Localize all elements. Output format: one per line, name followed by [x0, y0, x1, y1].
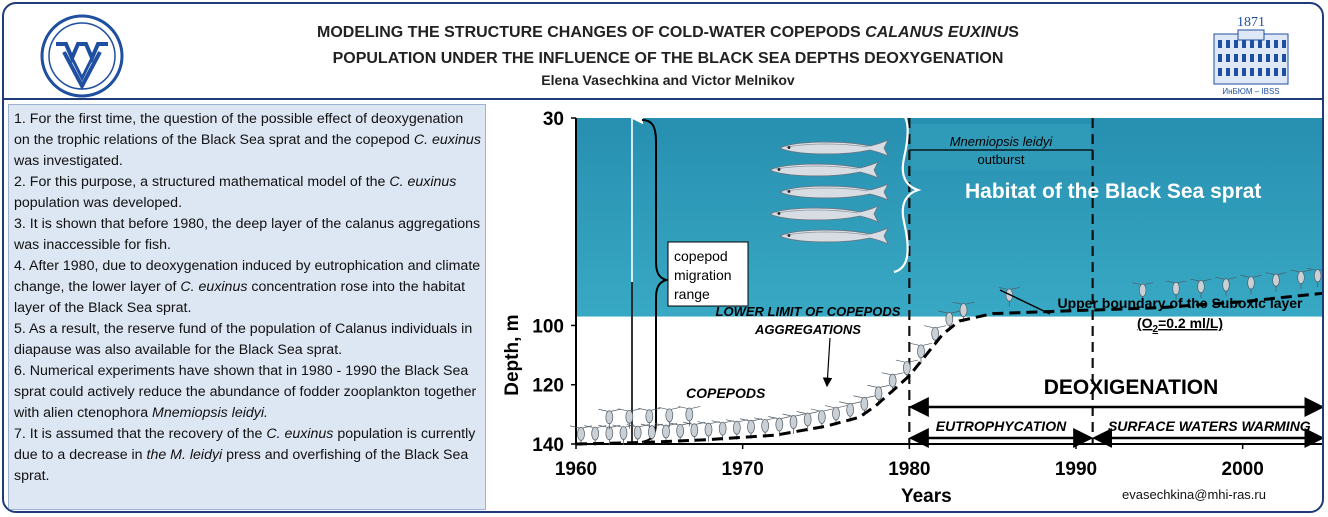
- mnemiopsis-label-bg: [911, 124, 1091, 170]
- institute-logo-left: [40, 14, 124, 98]
- lower-limit-label: AGGREGATIONS: [754, 322, 861, 337]
- finding-text: 2. For this purpose, a structured mathem…: [14, 174, 390, 190]
- x-tick-label: 1960: [555, 459, 597, 480]
- finding-text: 4. After 1980, due to deoxygenation indu…: [14, 258, 481, 295]
- eutrophication-label: EUTROPHYCATION: [936, 418, 1067, 434]
- finding-text: 6. Numerical experiments have shown that…: [14, 363, 477, 421]
- migration-label: copepod: [674, 248, 728, 264]
- finding-text: C. euxinus: [180, 279, 248, 295]
- ibss-building-logo: 1871 ИнБЮМ – IBSS: [1213, 15, 1289, 96]
- finding-item: 5. As a result, the reserve fund of the …: [14, 319, 481, 361]
- finding-text: press and overfishing of the Black Sea s…: [14, 447, 469, 484]
- y-tick-label: 140: [532, 435, 564, 456]
- finding-text: population was developed.: [14, 195, 183, 211]
- finding-text: C. euxinus: [413, 132, 481, 148]
- finding-text: 5. As a result, the reserve fund of the …: [14, 321, 473, 358]
- findings-panel: 1. For the first time, the question of t…: [8, 104, 486, 510]
- copepods-label: COPEPODS: [686, 385, 766, 401]
- suboxic-formula-part: =0.2 ml/L): [1158, 315, 1223, 331]
- finding-item: 1. For the first time, the question of t…: [14, 109, 481, 172]
- lower-limit-label: LOWER LIMIT OF COPEPODS: [716, 304, 901, 319]
- finding-text: Mnemiopsis leidyi.: [152, 405, 268, 421]
- mnemiopsis-label: Mnemiopsis leidyi: [950, 134, 1054, 149]
- suboxic-formula: (O2=0.2 ml/L): [1137, 315, 1223, 335]
- lower-limit-pointer: [822, 337, 833, 388]
- finding-text: 3. It is shown that before 1980, the dee…: [14, 216, 481, 253]
- finding-text: 1. For the first time, the question of t…: [14, 111, 464, 148]
- finding-text: C. euxinus: [266, 426, 334, 442]
- warming-label: SURFACE WATERS WARMING: [1108, 418, 1311, 434]
- svg-text:ИнБЮМ – IBSS: ИнБЮМ – IBSS: [1222, 87, 1279, 96]
- y-tick-label: 100: [532, 316, 564, 337]
- poster-header: MODELING THE STRUCTURE CHANGES OF COLD-W…: [4, 4, 1322, 100]
- x-axis-label: Years: [901, 486, 952, 507]
- y-axis-label: Depth, m: [502, 314, 523, 395]
- copepod-lower-limit-curve: [575, 291, 1322, 446]
- finding-text: concentration rose into the habitat laye…: [14, 279, 466, 316]
- finding-item: 6. Numerical experiments have shown that…: [14, 361, 481, 424]
- x-tick-label: 1990: [1055, 459, 1097, 480]
- x-tick-label: 1980: [888, 459, 930, 480]
- copepod-mark: [617, 408, 641, 430]
- suboxic-formula-part: (O: [1137, 315, 1153, 331]
- migration-label: migration: [674, 267, 732, 283]
- finding-text: the M. leidyi: [146, 447, 223, 463]
- y-tick-label: 120: [532, 376, 564, 397]
- finding-item: 4. After 1980, due to deoxygenation indu…: [14, 256, 481, 319]
- finding-item: 2. For this purpose, a structured mathem…: [14, 172, 481, 214]
- suboxic-formula-part: 2: [1153, 324, 1159, 335]
- suboxic-label: Upper boundary of the Suboxic layer: [1057, 295, 1303, 311]
- poster-title: MODELING THE STRUCTURE CHANGES OF COLD-W…: [317, 24, 1019, 67]
- contact-email: evasechkina@mhi-ras.ru: [1122, 487, 1266, 502]
- finding-text: C. euxinus: [389, 174, 457, 190]
- finding-text: 7. It is assumed that the recovery of th…: [14, 426, 267, 442]
- svg-text:1871: 1871: [1237, 15, 1265, 30]
- finding-item: 3. It is shown that before 1980, the dee…: [14, 214, 481, 256]
- x-tick-label: 2000: [1222, 459, 1264, 480]
- finding-text: was investigated.: [14, 153, 123, 169]
- migration-label: range: [674, 286, 710, 302]
- habitat-label: Habitat of the Black Sea sprat: [965, 180, 1261, 203]
- mnemiopsis-label: outburst: [978, 152, 1025, 167]
- habitat-brace: [893, 106, 922, 274]
- poster-authors: Elena Vasechkina and Victor Melnikov: [541, 72, 795, 88]
- migration-label-box: [667, 241, 749, 307]
- copepod-mark: [677, 406, 701, 427]
- y-tick-label: 30: [543, 109, 564, 130]
- finding-item: 7. It is assumed that the recovery of th…: [14, 424, 481, 487]
- finding-text: population is currently due to a decreas…: [14, 426, 476, 463]
- x-tick-label: 1970: [722, 459, 764, 480]
- suboxic-pointer: [999, 289, 1051, 315]
- deoxygenation-label: DEOXIGENATION: [1044, 376, 1219, 399]
